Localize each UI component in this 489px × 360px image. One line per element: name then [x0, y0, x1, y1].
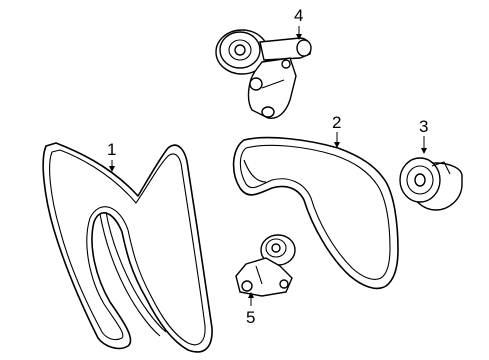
callout-1: 1 [107, 140, 116, 159]
belt-tensioner-4 [215, 29, 312, 119]
callout-4: 4 [294, 6, 303, 25]
callout-2: 2 [332, 113, 341, 132]
callout-5: 5 [246, 308, 255, 327]
drive-belt-2 [232, 136, 399, 290]
callout-leader-5 [248, 292, 254, 306]
serpentine-belt-1 [42, 142, 213, 353]
idler-pulley-3 [399, 157, 463, 211]
callout-leader-1 [109, 160, 115, 172]
callout-leader-3 [421, 136, 427, 154]
callout-3: 3 [419, 117, 428, 136]
callout-leader-2 [334, 132, 340, 148]
callout-leader-4 [296, 26, 302, 40]
tensioner-bracket-5 [235, 234, 296, 297]
